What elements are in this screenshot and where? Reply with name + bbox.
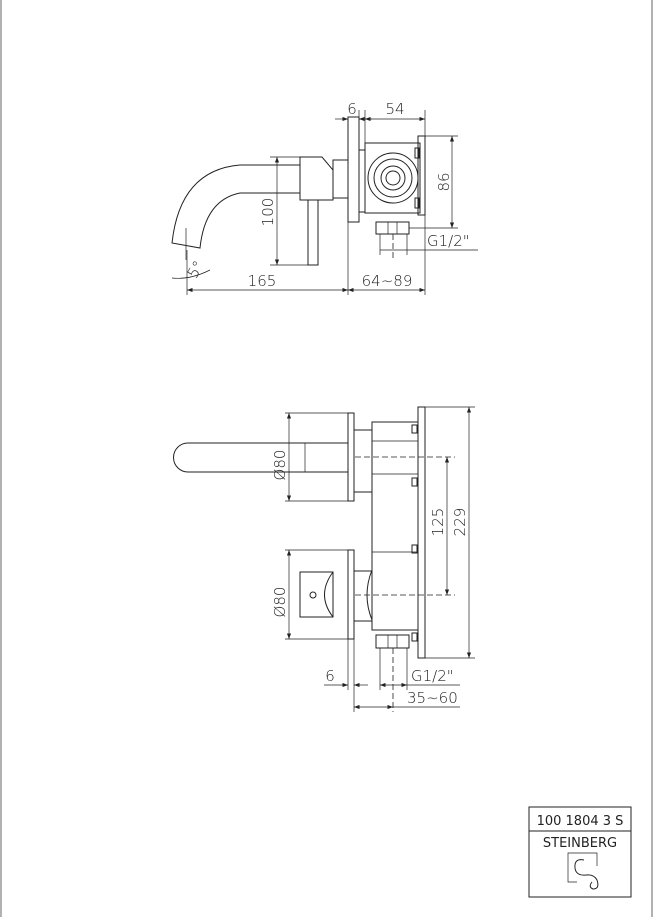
dim-body-height: 86 [435, 172, 453, 191]
dim-spout-height: 100 [259, 198, 277, 227]
front-view: Ø80 Ø80 125 229 6 G1/2" 35~60 [173, 406, 475, 712]
dim-handle-rosette-diameter: Ø80 [271, 587, 289, 618]
article-number: 100 1804 3 S [537, 814, 624, 829]
dim-body-depth: 54 [385, 100, 404, 118]
dim-body-height-front: 229 [451, 508, 469, 537]
dim-spout-rosette-diameter: Ø80 [271, 450, 289, 481]
faucet-side-outline [171, 116, 426, 266]
brand-logo-icon [567, 852, 599, 890]
front-dimension-lines [285, 406, 475, 712]
title-block: 100 1804 3 S STEINBERG [528, 806, 632, 898]
side-view: 6 54 86 100 165 64~89 G1/2" 5° [171, 100, 478, 295]
dim-install-depth-front: 35~60 [407, 689, 458, 707]
dim-angle: 5° [184, 258, 208, 282]
dim-spout-reach: 165 [248, 272, 277, 290]
dim-flange-thickness-front: 6 [325, 667, 335, 685]
side-dimension-lines [171, 110, 478, 295]
dim-flange-thickness: 6 [347, 100, 357, 118]
dim-install-depth: 64~89 [362, 272, 413, 290]
dim-connection: G1/2" [427, 232, 470, 250]
dim-center-distance: 125 [429, 508, 447, 537]
dim-connection-front: G1/2" [411, 667, 454, 685]
brand-name: STEINBERG [543, 836, 617, 851]
faucet-front-outline [173, 406, 455, 712]
